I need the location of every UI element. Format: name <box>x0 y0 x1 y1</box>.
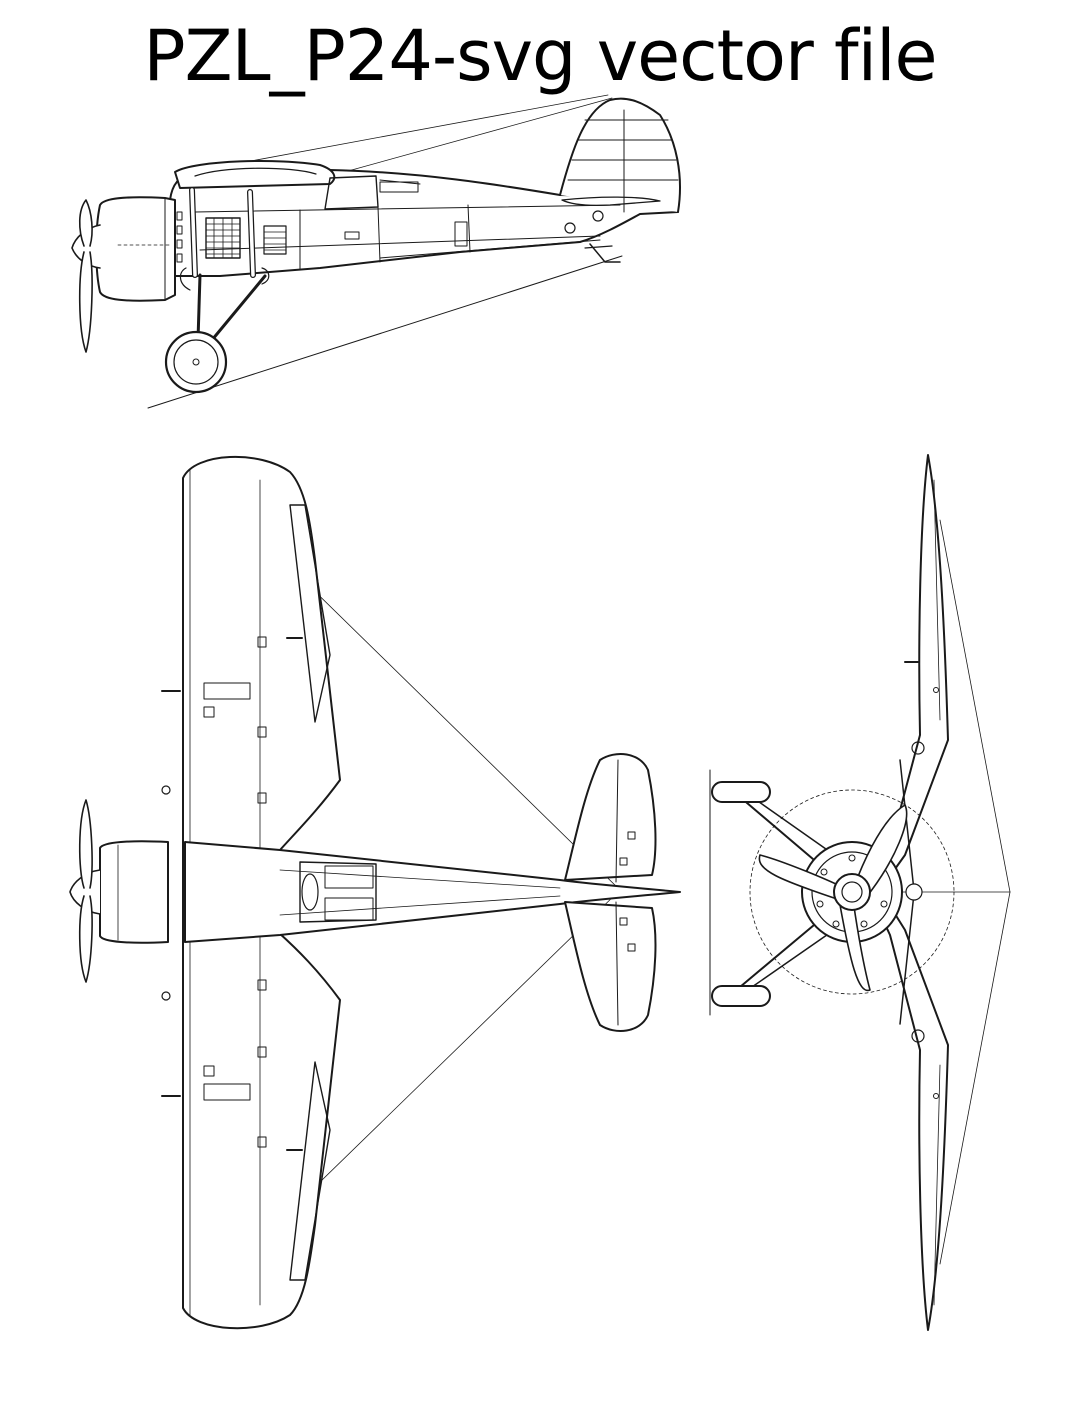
front-view-aircraft-icon <box>710 455 1010 1330</box>
top-view-aircraft-icon <box>70 457 680 1328</box>
side-view-aircraft-icon <box>72 95 680 408</box>
page-title: PZL_P24-svg vector file <box>143 15 937 97</box>
